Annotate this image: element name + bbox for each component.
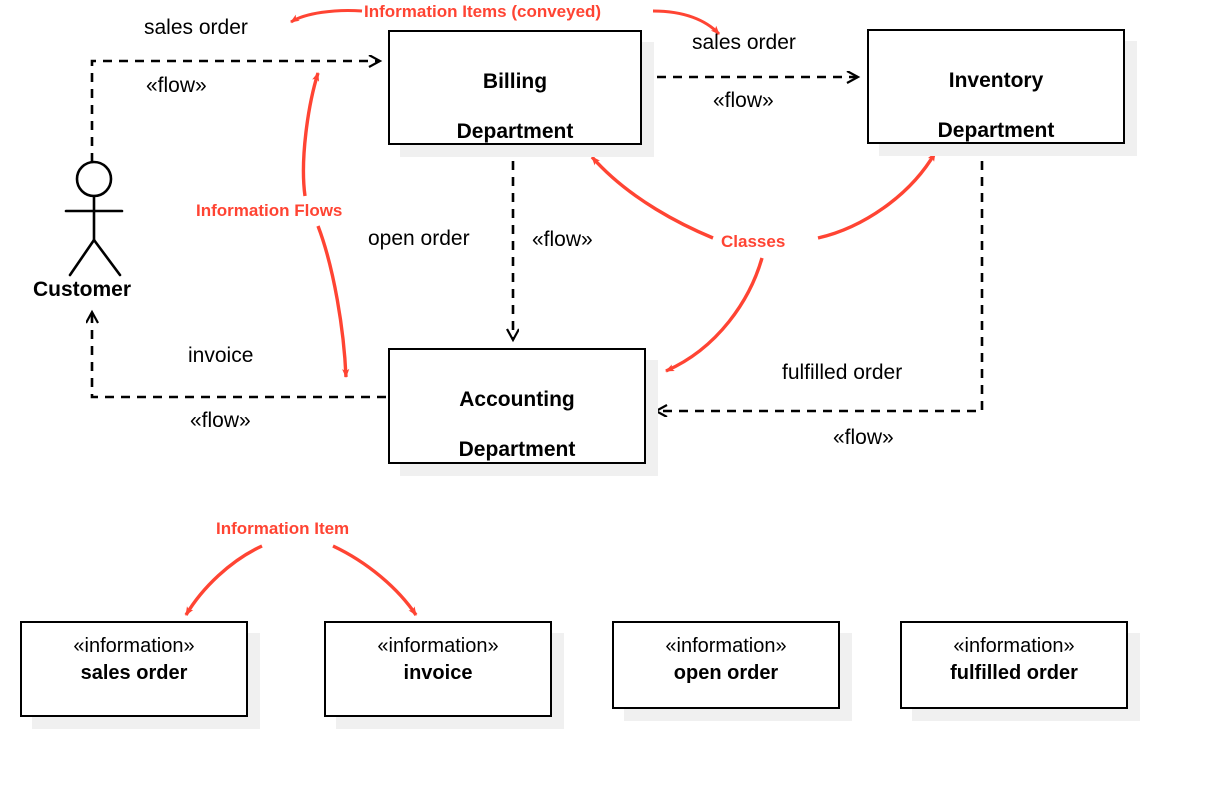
- annotation-information-flows: Information Flows: [196, 201, 343, 220]
- node-information-item-sales-order[interactable]: «information» sales order: [20, 621, 248, 717]
- annotation-leader-item-right: [332, 544, 418, 616]
- node-inventory-department[interactable]: Inventory Department: [867, 29, 1125, 144]
- flow-label-customer-billing-stereotype: «flow»: [146, 74, 207, 97]
- accounting-department-title: Accounting Department: [458, 388, 576, 461]
- annotation-leader-classes-accounting: [665, 257, 764, 373]
- billing-department-title: Billing Department: [456, 70, 574, 143]
- annotation-leader-conveyed-left: [290, 9, 363, 24]
- inventory-department-title: Inventory Department: [937, 69, 1055, 142]
- annotation-leader-classes-inventory: [817, 152, 937, 240]
- annotation-classes: Classes: [721, 232, 786, 251]
- node-information-item-open-order[interactable]: «information» open order: [612, 621, 840, 709]
- annotation-leader-flows-up: [301, 72, 320, 197]
- flow-label-inventory-accounting-item: fulfilled order: [782, 361, 903, 384]
- node-accounting-department[interactable]: Accounting Department: [388, 348, 646, 464]
- flow-label-accounting-customer-item: invoice: [188, 344, 254, 367]
- annotation-information-item: Information Item: [216, 519, 350, 538]
- item-sales-order-label: «information» sales order: [73, 635, 195, 684]
- item-fulfilled-order-label: «information» fulfilled order: [950, 635, 1078, 684]
- flow-label-inventory-accounting-stereotype: «flow»: [833, 426, 894, 449]
- flow-label-billing-accounting-stereotype: «flow»: [532, 228, 593, 251]
- flow-label-customer-billing-item: sales order: [144, 16, 248, 39]
- flow-label-billing-inventory-stereotype: «flow»: [713, 89, 774, 112]
- item-open-order-label: «information» open order: [665, 635, 787, 684]
- flow-accounting-to-customer-line: [92, 312, 386, 399]
- flow-customer-to-billing-line: [90, 61, 380, 162]
- actor-customer-figure: [64, 160, 124, 277]
- annotation-leader-item-left: [184, 544, 263, 616]
- annotation-information-items-conveyed: Information Items (conveyed): [364, 2, 602, 21]
- node-information-item-invoice[interactable]: «information» invoice: [324, 621, 552, 717]
- flow-label-accounting-customer-stereotype: «flow»: [190, 409, 251, 432]
- flow-label-billing-inventory-item: sales order: [692, 31, 796, 54]
- annotation-leader-conveyed-right: [652, 9, 721, 36]
- flow-label-billing-accounting-item: open order: [368, 227, 470, 250]
- node-billing-department[interactable]: Billing Department: [388, 30, 642, 145]
- annotation-leader-classes-billing: [590, 155, 714, 240]
- node-information-item-fulfilled-order[interactable]: «information» fulfilled order: [900, 621, 1128, 709]
- actor-customer-label: Customer: [33, 278, 132, 301]
- flow-inventory-to-accounting-line: [656, 145, 984, 411]
- annotation-leader-flows-down: [316, 225, 350, 378]
- item-invoice-label: «information» invoice: [377, 635, 499, 684]
